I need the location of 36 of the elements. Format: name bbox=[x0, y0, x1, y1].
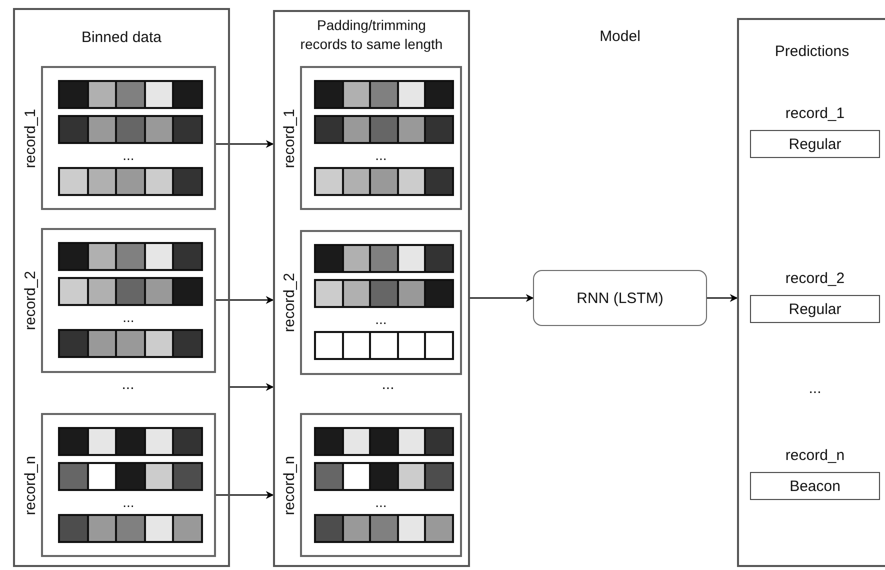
arrow bbox=[707, 294, 738, 302]
record-label: record_1 bbox=[282, 108, 298, 168]
record-label: record_2 bbox=[784, 270, 846, 287]
prediction-label: Regular bbox=[788, 300, 842, 318]
panel-title: Binned data bbox=[80, 28, 163, 47]
record-label: record_2 bbox=[22, 270, 40, 330]
record-label: record_1 bbox=[784, 105, 846, 122]
panel-title: Padding/trimming records to same length bbox=[299, 16, 444, 54]
arrow bbox=[216, 491, 274, 499]
prediction-label: Beacon bbox=[790, 478, 840, 494]
model-name: RNN (LSTM) bbox=[576, 290, 664, 306]
stage-panel bbox=[273, 10, 470, 567]
stage-panel bbox=[737, 18, 885, 567]
ellipsis: ... bbox=[808, 380, 822, 397]
stage-title: Model bbox=[598, 28, 642, 45]
record-label: record_n bbox=[22, 455, 40, 515]
record-label: record_2 bbox=[282, 272, 298, 332]
ellipsis: ... bbox=[122, 495, 136, 509]
ellipsis: ... bbox=[374, 148, 388, 162]
ellipsis: ... bbox=[122, 310, 136, 324]
ellipsis: ... bbox=[374, 312, 388, 326]
arrow bbox=[216, 296, 274, 304]
record-label: record_n bbox=[282, 455, 298, 515]
ellipsis: ... bbox=[122, 148, 136, 162]
record-label: record_n bbox=[784, 447, 846, 464]
arrow bbox=[230, 383, 274, 391]
panel-title: Predictions bbox=[774, 42, 850, 61]
prediction-label: Regular bbox=[788, 136, 842, 152]
stage-panel bbox=[13, 8, 230, 567]
ellipsis: ... bbox=[380, 376, 396, 393]
arrow bbox=[470, 294, 534, 302]
arrow bbox=[216, 140, 274, 148]
record-label: record_1 bbox=[22, 108, 40, 168]
ellipsis: ... bbox=[120, 376, 136, 393]
model-box bbox=[533, 270, 707, 326]
ellipsis: ... bbox=[374, 495, 388, 509]
